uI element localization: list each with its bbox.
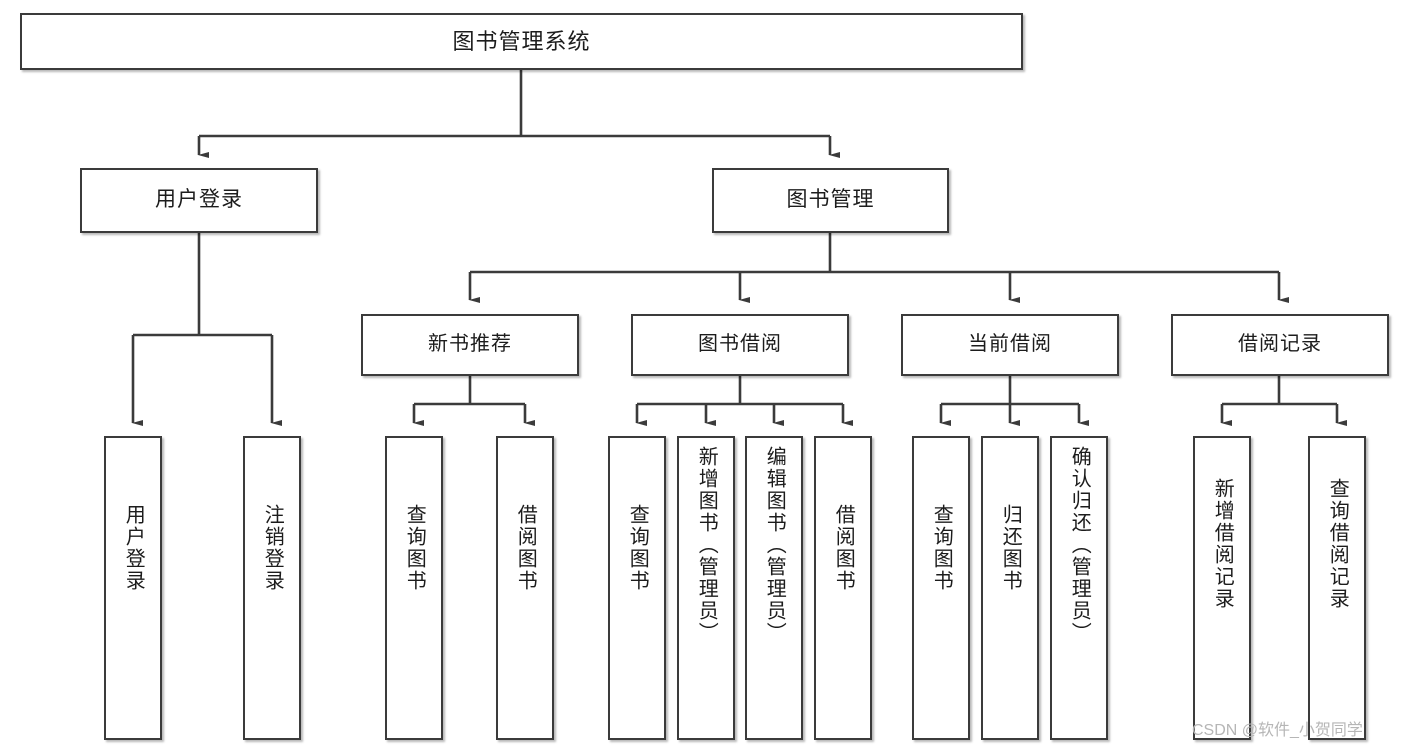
csdn-watermark: CSDN @软件_小贺同学 <box>1192 722 1363 739</box>
node-leaf-add-borrow-record[interactable]: 新增借阅记录 <box>1193 436 1251 740</box>
node-label: 编辑图书（管理员） <box>763 446 786 644</box>
node-leaf-logout[interactable]: 注销登录 <box>243 436 301 740</box>
node-leaf-edit-book-admin[interactable]: 编辑图书（管理员） <box>745 436 803 740</box>
node-leaf-query-book-current[interactable]: 查询图书 <box>912 436 970 740</box>
node-label: 用户登录 <box>122 504 145 592</box>
node-label: 新书推荐 <box>428 333 512 356</box>
node-label: 查询图书 <box>403 504 426 592</box>
node-borrow-records[interactable]: 借阅记录 <box>1171 314 1389 376</box>
node-leaf-add-book-admin[interactable]: 新增图书（管理员） <box>677 436 735 740</box>
node-label: 查询图书 <box>626 504 649 592</box>
node-label: 新增图书（管理员） <box>695 446 718 644</box>
node-label: 新增借阅记录 <box>1211 478 1234 610</box>
node-label: 图书借阅 <box>698 333 782 356</box>
node-root-library-system[interactable]: 图书管理系统 <box>20 13 1023 70</box>
node-label: 查询借阅记录 <box>1326 478 1349 610</box>
node-leaf-user-login[interactable]: 用户登录 <box>104 436 162 740</box>
node-label: 归还图书 <box>999 504 1022 592</box>
node-label: 确认归还（管理员） <box>1068 446 1091 644</box>
node-label: 图书管理 <box>786 188 875 212</box>
node-leaf-confirm-return-admin[interactable]: 确认归还（管理员） <box>1050 436 1108 740</box>
node-leaf-lend-book[interactable]: 借阅图书 <box>814 436 872 740</box>
node-book-borrow[interactable]: 图书借阅 <box>631 314 849 376</box>
node-leaf-borrow-book-recommend[interactable]: 借阅图书 <box>496 436 554 740</box>
node-book-management[interactable]: 图书管理 <box>712 168 949 233</box>
node-label: 查询图书 <box>930 504 953 592</box>
node-user-login[interactable]: 用户登录 <box>80 168 318 233</box>
node-label: 注销登录 <box>261 504 284 592</box>
node-leaf-query-borrow-record[interactable]: 查询借阅记录 <box>1308 436 1366 740</box>
node-leaf-query-book-recommend[interactable]: 查询图书 <box>385 436 443 740</box>
node-label: 借阅图书 <box>832 504 855 592</box>
node-leaf-return-book[interactable]: 归还图书 <box>981 436 1039 740</box>
node-new-book-recommend[interactable]: 新书推荐 <box>361 314 579 376</box>
node-label: 用户登录 <box>155 188 243 212</box>
node-label: 借阅图书 <box>514 504 537 592</box>
node-leaf-query-book-borrow[interactable]: 查询图书 <box>608 436 666 740</box>
node-label: 借阅记录 <box>1238 333 1322 356</box>
node-label: 当前借阅 <box>968 333 1052 356</box>
node-current-borrow[interactable]: 当前借阅 <box>901 314 1119 376</box>
node-label: 图书管理系统 <box>452 28 591 54</box>
